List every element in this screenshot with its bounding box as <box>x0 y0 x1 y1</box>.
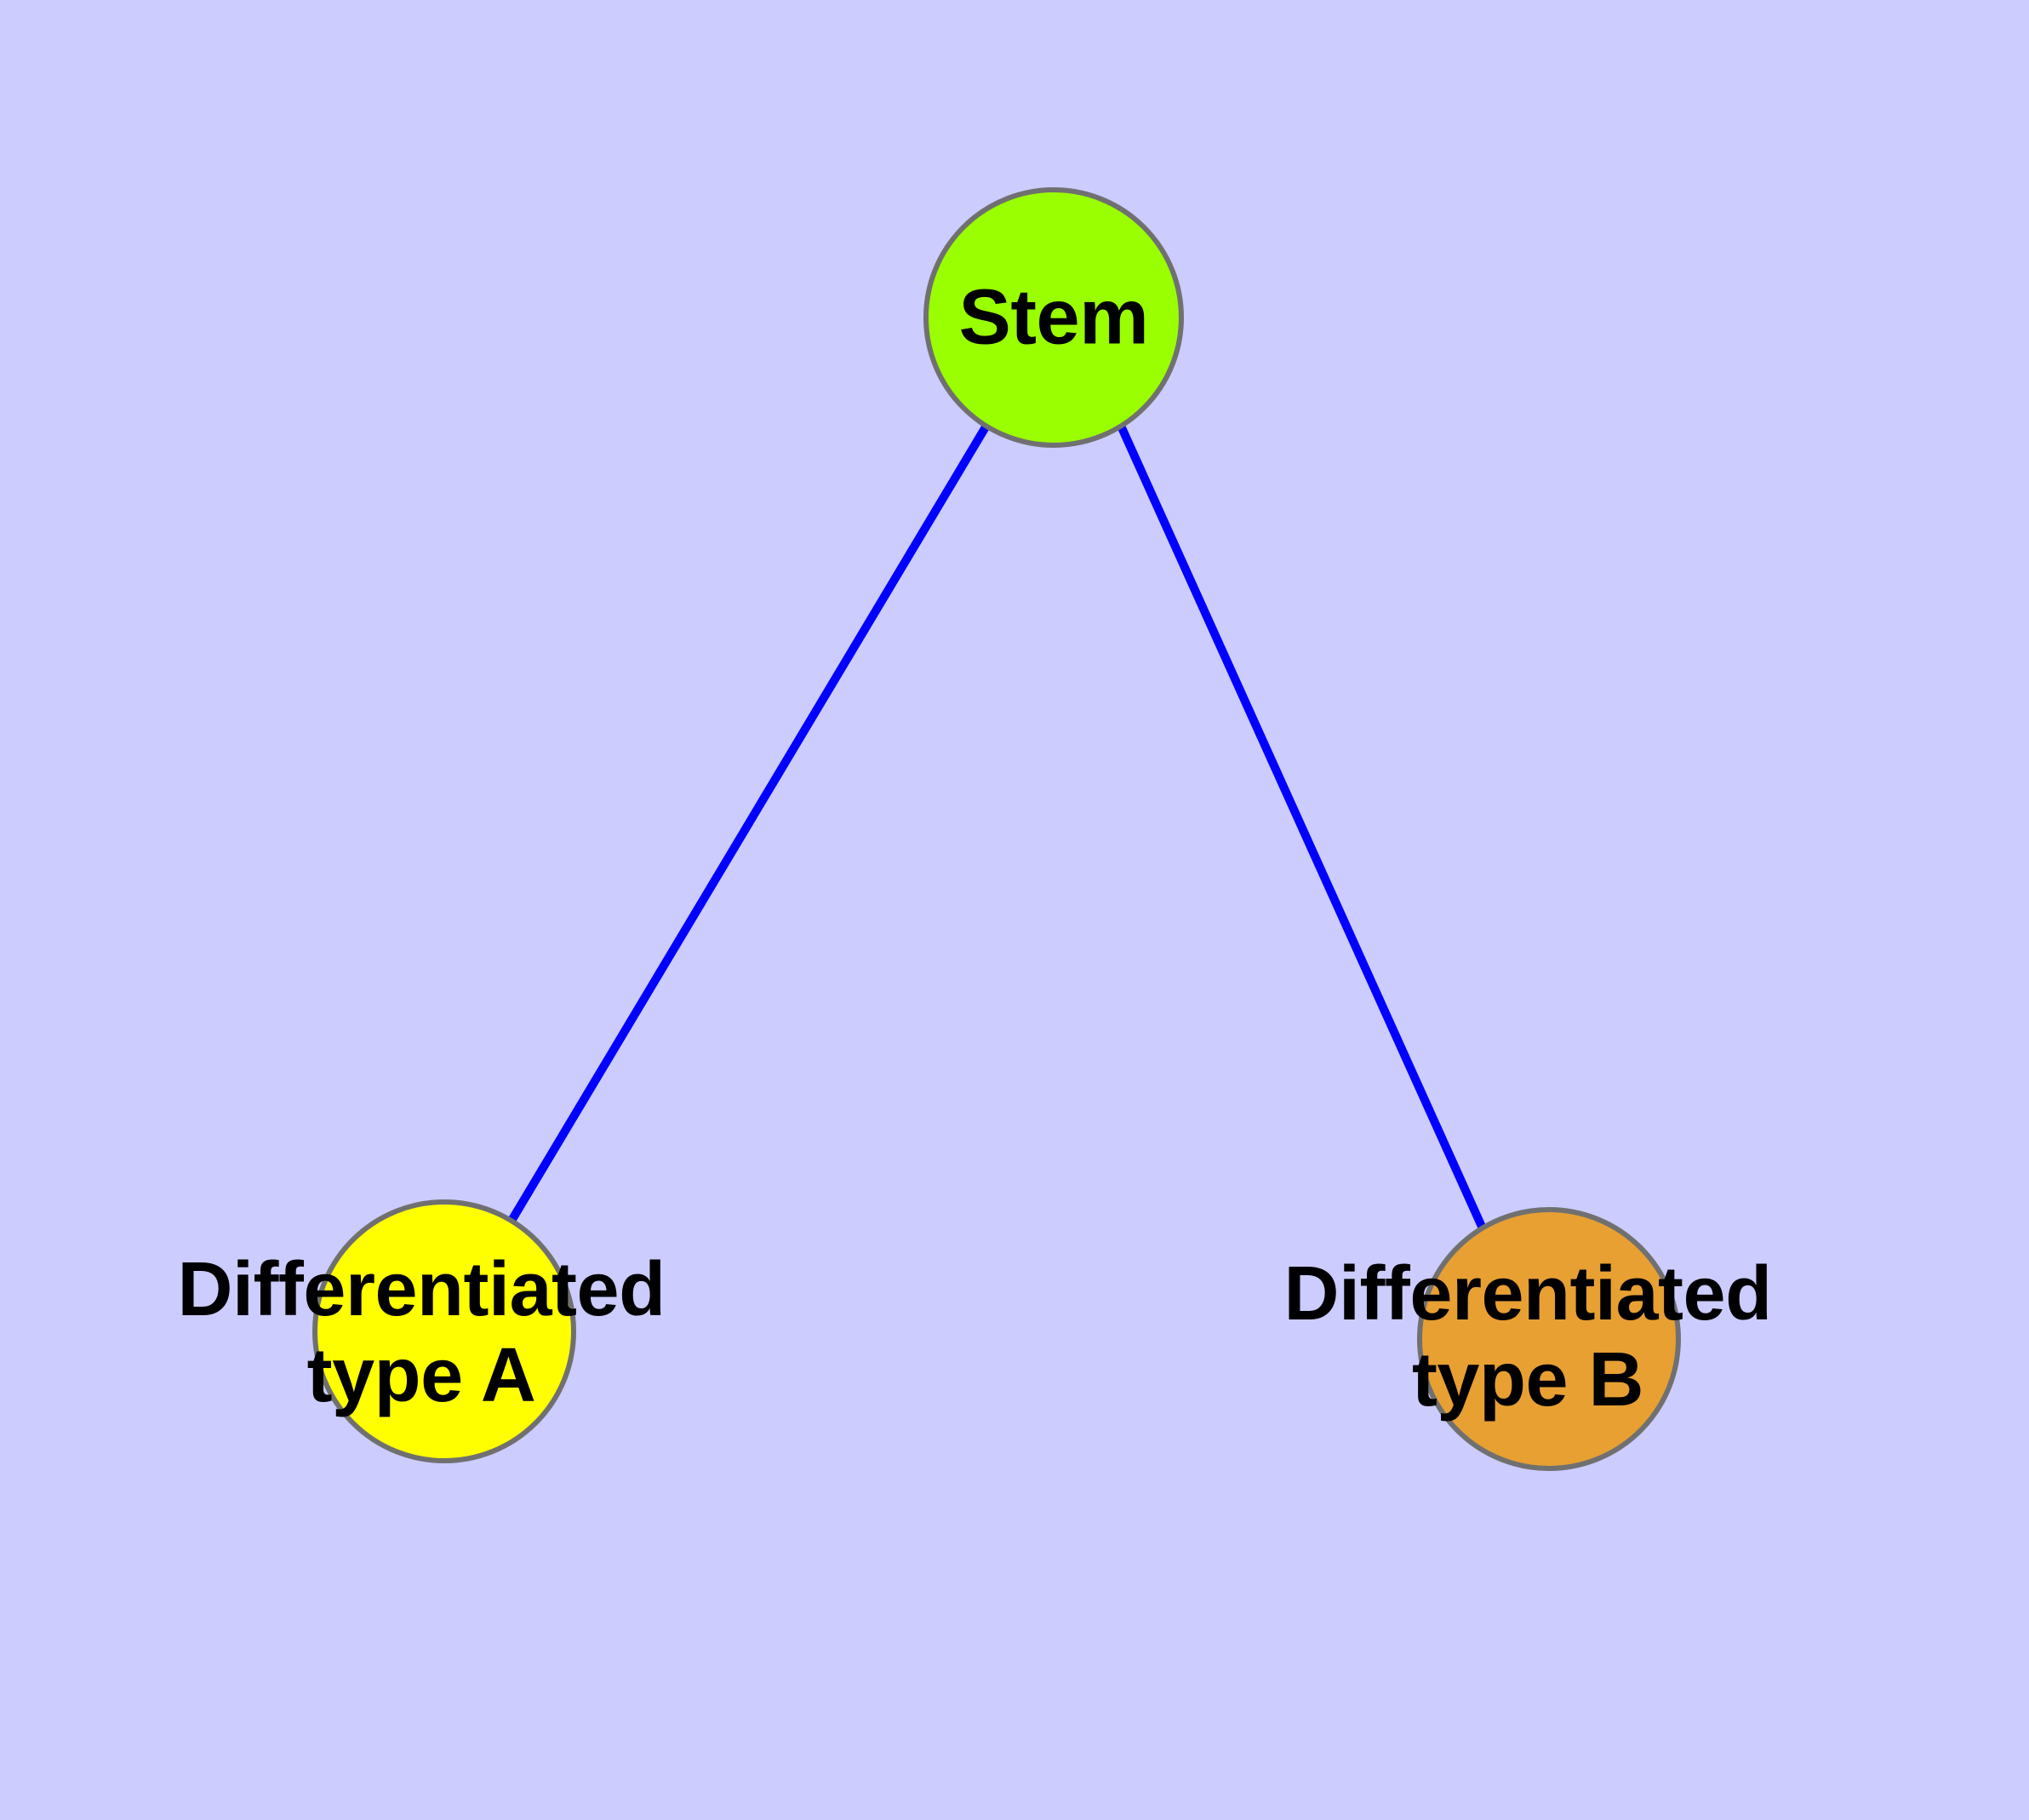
node-layer <box>312 187 1681 1471</box>
node-differentiated-type-a[interactable] <box>312 1199 576 1463</box>
edge-layer <box>507 421 1487 1231</box>
edge-stem-to-differentiated-type-a[interactable] <box>507 423 991 1223</box>
node-stem[interactable] <box>923 187 1184 448</box>
edge-stem-to-differentiated-type-b[interactable] <box>1116 421 1487 1231</box>
node-differentiated-type-b[interactable] <box>1417 1207 1681 1471</box>
